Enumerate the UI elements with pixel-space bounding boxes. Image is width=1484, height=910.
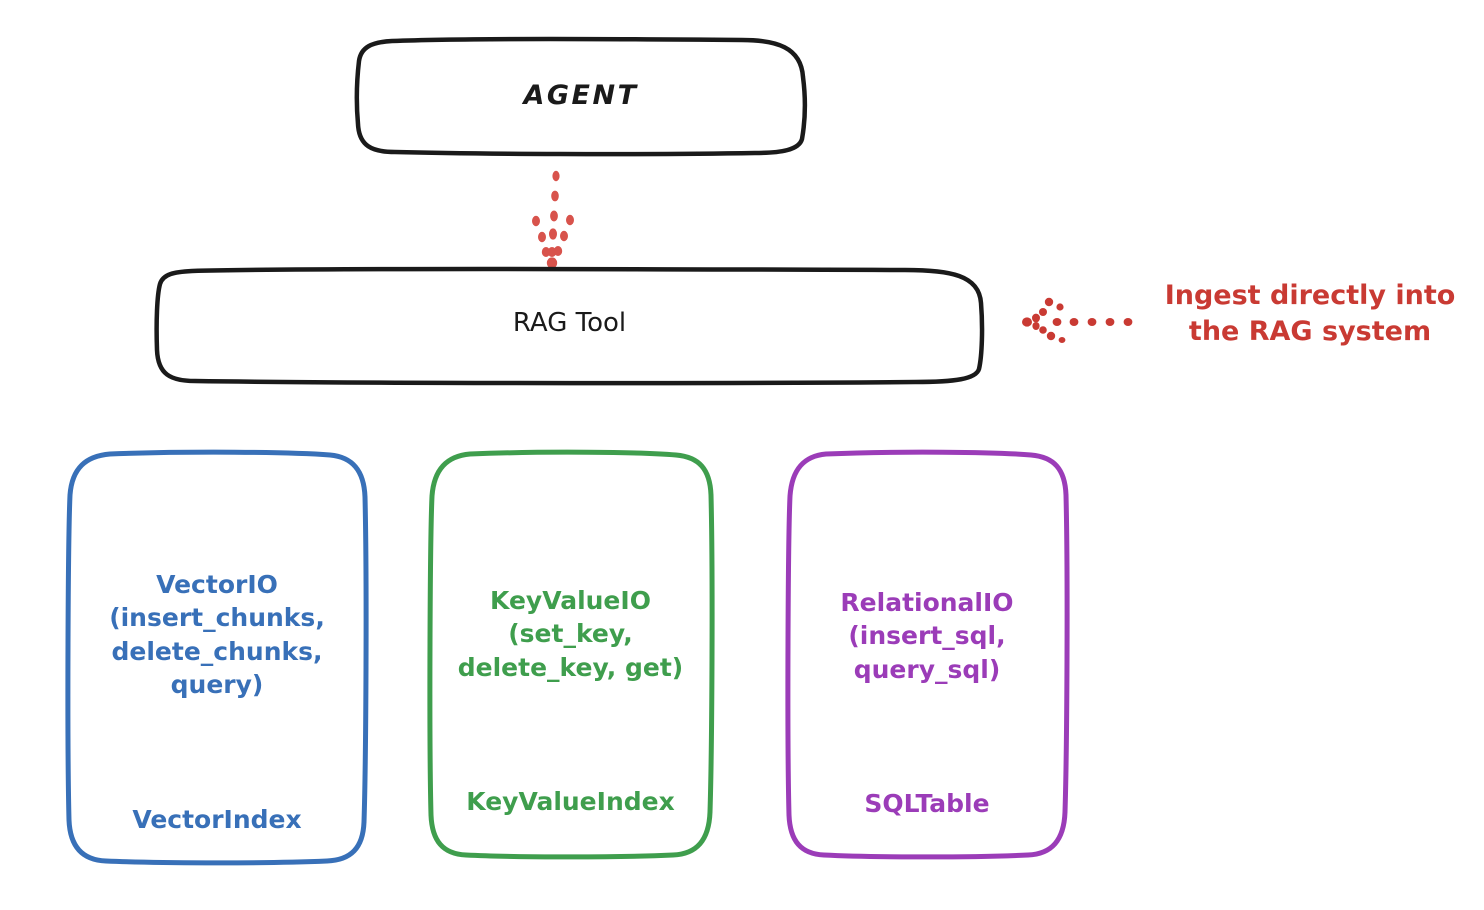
vector-io-node[interactable] <box>65 449 369 866</box>
edge-agent-to-ragtool <box>532 170 574 269</box>
key-value-io-node[interactable] <box>427 449 715 860</box>
edge-ingest-annotation-to-ragtool <box>1022 297 1133 343</box>
relational-io-box-outline <box>785 449 1070 860</box>
key-value-io-index: KeyValueIndex <box>466 787 675 816</box>
rag-tool-node[interactable] <box>154 266 985 386</box>
key-value-io-spacer <box>430 718 711 752</box>
rag-tool-box-outline <box>154 266 985 386</box>
relational-io-signature: RelationalIO (insert_sql, query_sql) <box>840 587 1014 684</box>
relational-io-label-group: RelationalIO (insert_sql, query_sql) SQL… <box>788 552 1066 854</box>
vector-io-box-outline <box>65 449 369 866</box>
key-value-io-box-outline <box>427 449 715 860</box>
vector-io-index: VectorIndex <box>132 804 302 834</box>
agent-box-outline <box>354 36 808 157</box>
relational-io-index: SQLTable <box>864 789 990 818</box>
vector-io-spacer <box>68 735 366 769</box>
relational-io-node[interactable] <box>785 449 1070 860</box>
vector-io-label-group: VectorIO (insert_chunks, delete_chunks, … <box>68 534 366 870</box>
agent-node[interactable] <box>354 36 808 157</box>
relational-io-spacer <box>788 720 1066 754</box>
key-value-io-label-group: KeyValueIO (set_key, delete_key, get) Ke… <box>430 550 711 852</box>
vector-io-signature: VectorIO (insert_chunks, delete_chunks, … <box>109 569 325 700</box>
ingest-annotation-label: Ingest directly into the RAG system <box>1164 280 1456 347</box>
key-value-io-signature: KeyValueIO (set_key, delete_key, get) <box>457 585 684 682</box>
